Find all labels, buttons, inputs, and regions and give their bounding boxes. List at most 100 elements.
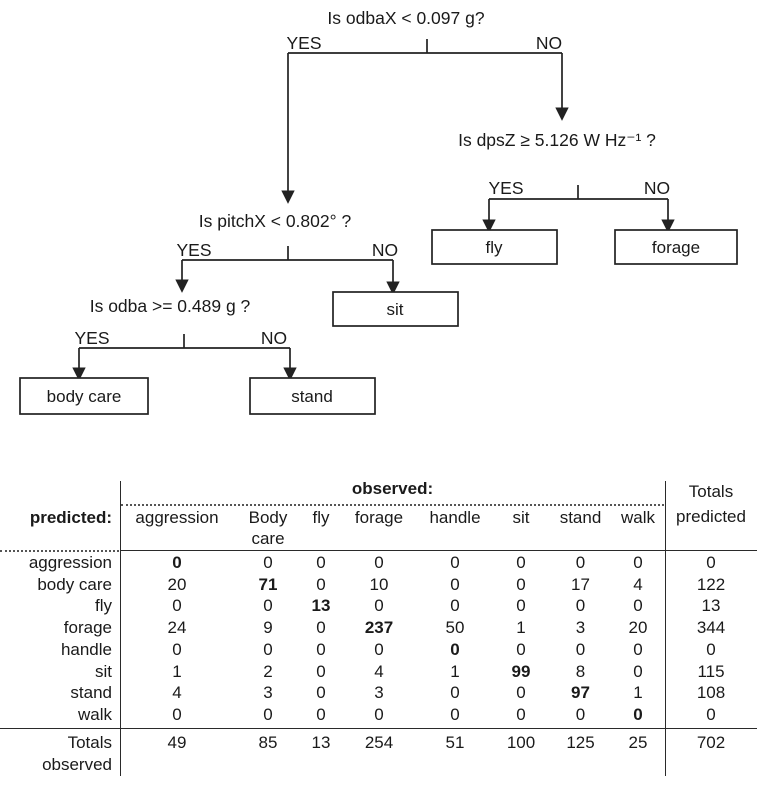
odba-question: Is odba >= 0.489 g ?	[90, 296, 251, 316]
cell: 0	[516, 596, 526, 616]
cell: 0	[516, 639, 526, 659]
root-question: Is odbaX < 0.097 g?	[327, 8, 484, 28]
cell: 1	[172, 661, 182, 681]
cell: 0	[316, 661, 326, 681]
cell: 0	[263, 705, 273, 725]
totals-predicted-line2: predicted	[676, 507, 746, 526]
cell: 3	[374, 683, 384, 703]
grand-total: 702	[696, 733, 726, 752]
cell: 2	[263, 661, 273, 681]
cell: 0	[575, 552, 586, 572]
table-row-aggression: aggression 0 0 0 0 0 0 0 0 0	[0, 552, 757, 574]
leaf-box-sit	[332, 291, 459, 327]
row-label: fly	[95, 596, 112, 616]
cell: 0	[450, 683, 460, 703]
cell: 0	[516, 683, 526, 703]
dpsz-question: Is dpsZ ≥ 5.126 W Hz⁻¹ ?	[458, 130, 656, 150]
cell: 0	[316, 639, 326, 659]
cell: 0	[316, 705, 326, 725]
decision-tree-diagram: Is odbaX < 0.097 g? YES NO Is dpsZ ≥ 5.1…	[19, 8, 738, 415]
cell: 0	[450, 639, 460, 659]
cell: 1	[633, 683, 643, 703]
row-label: aggression	[28, 552, 112, 572]
cell: 0	[172, 639, 182, 659]
row-label: sit	[95, 661, 112, 681]
predicted-header-label: predicted:	[29, 508, 112, 527]
root-no-label: NO	[536, 33, 562, 53]
dpsz-yes-label: YES	[488, 178, 523, 198]
table-header-observed-row: observed:	[0, 470, 757, 504]
cell: 0	[450, 574, 460, 594]
cell: 3	[575, 618, 586, 638]
row-total: 13	[701, 596, 721, 616]
cell: 0	[316, 574, 326, 594]
table-vertical-rule-right	[664, 481, 667, 776]
leaf-box-forage	[614, 229, 738, 265]
row-label: body care	[37, 574, 112, 594]
header-solid-rule	[120, 549, 757, 552]
odba-no-label: NO	[261, 328, 287, 348]
leaf-label-body-care: body care	[47, 387, 122, 406]
cell: 0	[516, 705, 526, 725]
cell: 4	[374, 661, 384, 681]
cell: 50	[445, 618, 465, 638]
confusion-matrix-table: observed: Totals predicted predicted: ag…	[0, 470, 757, 778]
totals-observed-line1: Totals	[67, 733, 112, 752]
cell: 0	[263, 596, 273, 616]
row-total: 115	[697, 661, 725, 681]
table-header-columns-row: predicted: aggression Body care fly fora…	[0, 504, 757, 552]
odba-yes-label: YES	[74, 328, 109, 348]
predicted-dotted-rule	[0, 549, 119, 552]
cell: 0	[374, 552, 384, 572]
leaf-label-stand: stand	[291, 387, 333, 406]
leaf-box-fly	[431, 229, 558, 265]
cell: 20	[167, 574, 187, 594]
cell: 0	[633, 552, 643, 572]
row-label: walk	[77, 705, 112, 725]
col-header-walk: walk	[620, 508, 655, 527]
dpsz-no-label: NO	[644, 178, 670, 198]
col-total: 85	[258, 733, 278, 752]
cell: 0	[263, 552, 273, 572]
cell: 0	[575, 596, 586, 616]
table-row-fly: fly 0 0 13 0 0 0 0 0 13	[0, 596, 757, 618]
table-row-totals-observed: Totals observed 49 85 13 254 51 100 125 …	[0, 726, 757, 778]
table-row-stand: stand 4 3 0 3 0 0 97 1 108	[0, 683, 757, 705]
cell: 17	[571, 574, 590, 594]
cell: 0	[374, 639, 384, 659]
cell: 0	[172, 705, 182, 725]
row-total: 108	[696, 683, 726, 703]
totals-predicted-header: Totals predicted	[665, 479, 757, 529]
row-label: forage	[63, 618, 112, 638]
leaf-label-forage: forage	[652, 238, 700, 257]
col-header-body-care: Body care	[248, 508, 288, 548]
col-total: 25	[628, 733, 648, 752]
pitchx-question: Is pitchX < 0.802° ?	[199, 211, 352, 231]
cell: 0	[575, 639, 586, 659]
root-yes-label: YES	[286, 33, 321, 53]
leaf-box-body-care	[19, 377, 149, 415]
row-total: 0	[706, 705, 716, 725]
cell: 9	[263, 618, 273, 638]
col-total: 100	[506, 733, 536, 752]
cell: 237	[364, 618, 394, 638]
cell: 3	[263, 683, 273, 703]
row-label: handle	[60, 639, 112, 659]
col-total: 51	[445, 733, 465, 752]
cell: 0	[374, 596, 384, 616]
leaf-box-stand	[249, 377, 376, 415]
table-row-walk: walk 0 0 0 0 0 0 0 0 0	[0, 704, 757, 726]
cell: 0	[374, 705, 384, 725]
cell: 0	[450, 596, 460, 616]
table-row-handle: handle 0 0 0 0 0 0 0 0 0	[0, 639, 757, 661]
cell: 0	[633, 705, 643, 725]
cell: 0	[450, 552, 460, 572]
cell: 24	[167, 618, 187, 638]
cell: 0	[316, 683, 326, 703]
cell: 8	[575, 661, 586, 681]
leaf-label-sit: sit	[387, 300, 404, 319]
leaf-label-fly: fly	[486, 238, 504, 257]
cell: 0	[516, 552, 526, 572]
col-total: 254	[364, 733, 394, 752]
